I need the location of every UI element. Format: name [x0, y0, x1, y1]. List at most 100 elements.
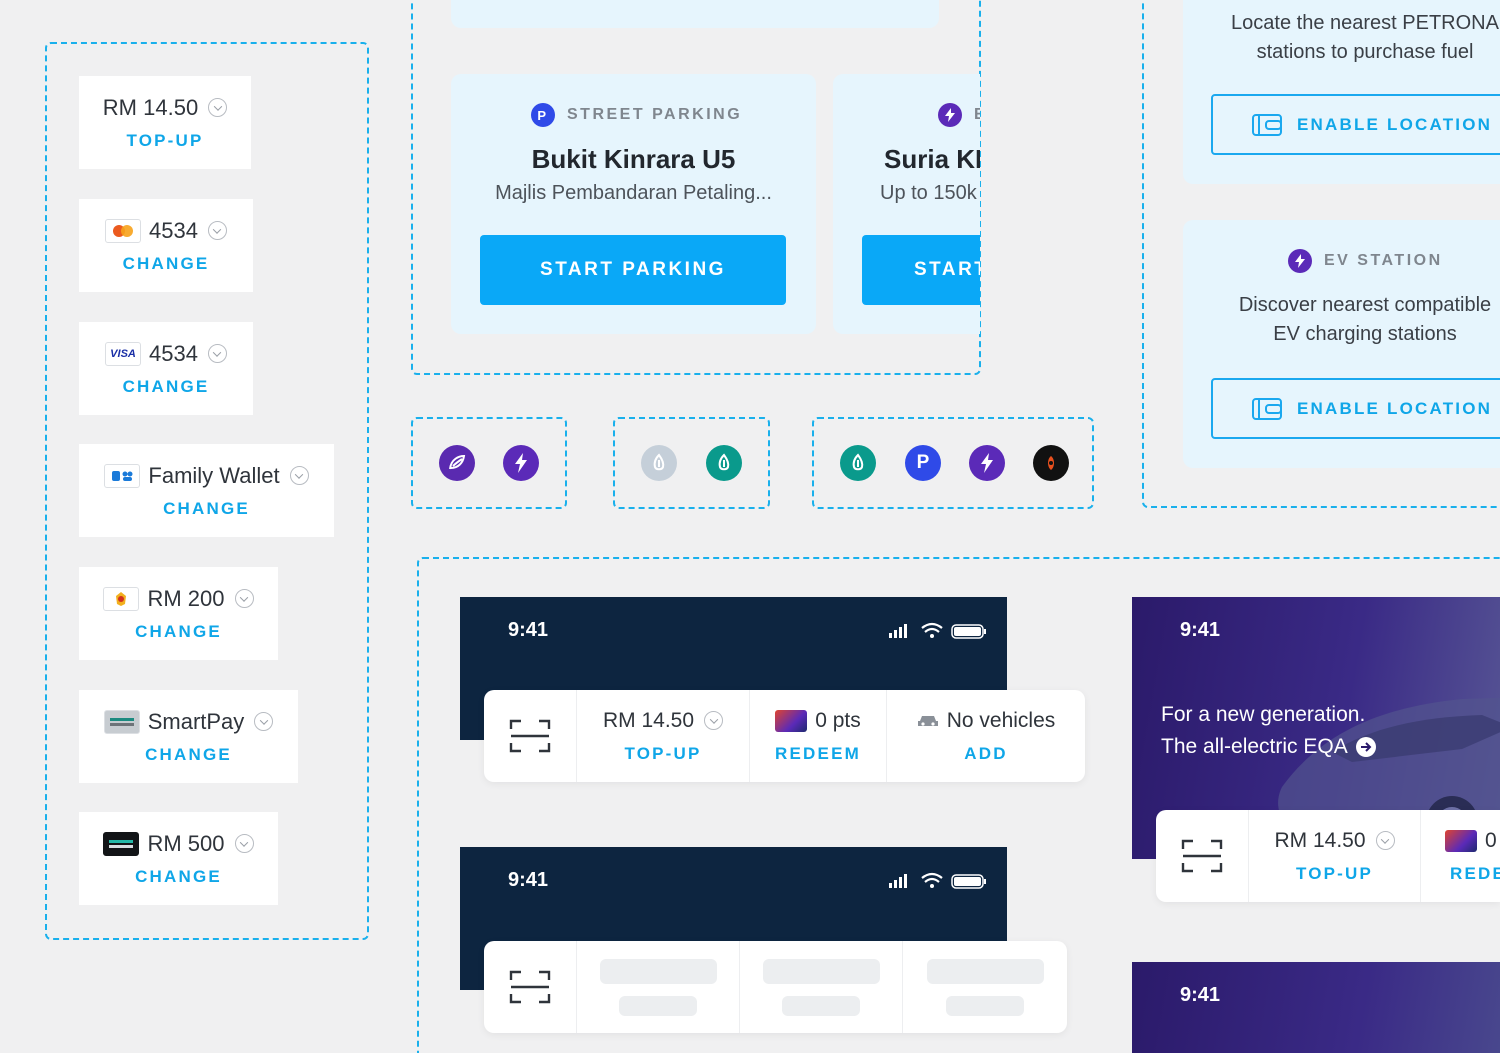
enable-location-button[interactable]: ENABLE LOCATION	[1211, 378, 1500, 439]
category-label: EV STATION	[1324, 252, 1443, 269]
chevron-down-icon	[234, 589, 254, 608]
account-summary-bar-loading	[484, 941, 1067, 1033]
arrow-right-icon	[1355, 737, 1376, 757]
enable-location-label: ENABLE LOCATION	[1297, 114, 1493, 134]
points-segment: 0 pts REDEEM	[750, 690, 887, 782]
chevron-down-icon	[207, 221, 227, 240]
ev-bolt-icon	[938, 103, 962, 127]
mesra-mascot-icon	[1033, 445, 1069, 481]
redeem-link[interactable]: REDEEM	[775, 743, 861, 763]
family-wallet-icon	[104, 463, 141, 488]
skeleton-segment	[577, 941, 740, 1033]
chevron-down-icon	[207, 344, 227, 363]
wallet-icon	[1252, 397, 1282, 420]
parking-category: E	[938, 103, 980, 127]
top-up-link[interactable]: TOP-UP	[126, 130, 204, 150]
chevron-down-icon	[1375, 831, 1395, 850]
scan-icon	[509, 970, 551, 1004]
top-up-link[interactable]: TOP-UP	[624, 743, 702, 763]
account-summary-bar-promo: RM 14.50 TOP-UP 0 REDE	[1156, 810, 1500, 902]
visa-icon: VISA	[105, 341, 142, 366]
status-time: 9:41	[1180, 984, 1221, 1006]
change-link[interactable]: CHANGE	[122, 253, 210, 273]
card-above	[451, 0, 939, 28]
chevron-down-icon	[208, 98, 228, 117]
wallet-component-frame	[45, 42, 369, 940]
vehicles-segment: No vehicles ADD	[887, 690, 1085, 782]
parking-subtitle: Up to 150k	[880, 182, 977, 204]
description-line: stations to purchase fuel	[1256, 41, 1474, 63]
mesra-rewards-icon	[1445, 829, 1477, 852]
car-icon	[917, 715, 938, 726]
top-up-link[interactable]: TOP-UP	[1295, 863, 1374, 883]
promo-line: The all-electric EQA	[1161, 735, 1348, 758]
parking-card-suria-klcc: E Suria KL Up to 150k START	[833, 74, 980, 334]
enable-location-button[interactable]: ENABLE LOCATION	[1211, 94, 1500, 155]
wallet-name: Family Wallet	[148, 462, 280, 488]
header-variants-frame	[417, 557, 1500, 1053]
petronas-disabled-icon	[641, 445, 677, 481]
start-parking-button[interactable]: START PARKING	[480, 235, 786, 305]
points-segment: 0 REDE	[1421, 810, 1500, 902]
start-label: START	[914, 259, 980, 280]
ev-station-card	[1183, 220, 1500, 468]
smartpay-card-chip[interactable]: RM 500 CHANGE	[79, 812, 278, 905]
status-time: 9:41	[1180, 619, 1221, 641]
ev-station-label: EV STATION	[1288, 249, 1443, 273]
card-last-digits: 4534	[149, 217, 198, 243]
parking-category: P STREET PARKING	[531, 103, 742, 127]
visa-chip[interactable]: VISA 4534 CHANGE	[79, 322, 253, 415]
balance-value: RM 14.50	[1274, 828, 1366, 852]
chevron-down-icon	[254, 712, 274, 731]
ev-bolt-icon	[969, 445, 1005, 481]
smartpay-icon	[103, 709, 140, 734]
balance-value: RM 14.50	[102, 94, 199, 120]
scan-segment[interactable]	[484, 941, 577, 1033]
redeem-link[interactable]: REDE	[1450, 863, 1500, 883]
status-icons	[889, 622, 986, 639]
scan-segment[interactable]	[484, 690, 577, 782]
change-link[interactable]: CHANGE	[163, 498, 250, 518]
brand-icons-frame-3	[812, 417, 1094, 509]
change-link[interactable]: CHANGE	[135, 621, 222, 641]
petrol-description: Locate the nearest PETRONA stations to p…	[1183, 9, 1500, 67]
petronas-icon	[840, 445, 876, 481]
promo-text[interactable]: For a new generation. The all-electric E…	[1161, 699, 1376, 763]
smartpay-dark-icon	[103, 831, 140, 856]
petronas-icon	[706, 445, 742, 481]
balance-value: RM 14.50	[602, 708, 695, 732]
wallet-icon	[1252, 113, 1282, 136]
description-line: Locate the nearest PETRONA	[1231, 12, 1499, 34]
smartpay-chip[interactable]: SmartPay CHANGE	[79, 690, 298, 783]
parking-subtitle: Majlis Pembandaran Petaling...	[495, 182, 772, 204]
scan-segment[interactable]	[1156, 810, 1249, 902]
change-link[interactable]: CHANGE	[145, 744, 232, 764]
family-wallet-chip[interactable]: Family Wallet CHANGE	[79, 444, 334, 537]
promo-line: For a new generation.	[1161, 703, 1366, 726]
add-vehicle-link[interactable]: ADD	[964, 743, 1008, 763]
status-icons	[889, 872, 986, 889]
change-link[interactable]: CHANGE	[135, 866, 222, 886]
scan-icon	[1181, 839, 1223, 873]
status-time: 9:41	[508, 869, 549, 891]
jata-icon	[103, 586, 140, 611]
category-label: STREET PARKING	[567, 106, 743, 123]
ev-bolt-icon	[503, 445, 539, 481]
change-link[interactable]: CHANGE	[122, 376, 210, 396]
government-voucher-chip[interactable]: RM 200 CHANGE	[79, 567, 278, 660]
card-value: RM 500	[147, 830, 225, 856]
phone-header-promo-2: 9:41	[1132, 962, 1500, 1053]
chevron-down-icon	[234, 834, 254, 853]
skeleton-segment	[740, 941, 903, 1033]
balance-segment: RM 14.50 TOP-UP	[577, 690, 750, 782]
brand-icons-frame-2	[613, 417, 770, 509]
scan-icon	[509, 719, 551, 753]
start-parking-button[interactable]: START	[862, 235, 980, 305]
enable-location-label: ENABLE LOCATION	[1297, 398, 1493, 418]
parking-title: Suria KL	[884, 144, 980, 174]
wallet-balance-chip[interactable]: RM 14.50 TOP-UP	[79, 76, 251, 169]
mastercard-chip[interactable]: 4534 CHANGE	[79, 199, 253, 292]
category-label: E	[974, 106, 980, 124]
chevron-down-icon	[704, 711, 724, 730]
voucher-value: RM 200	[147, 585, 225, 611]
